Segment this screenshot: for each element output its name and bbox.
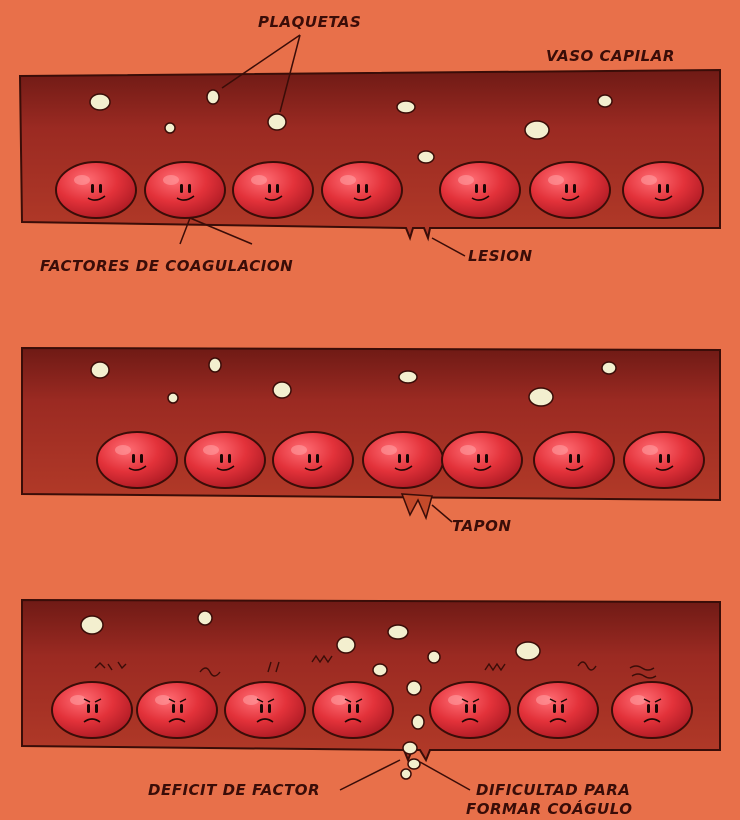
- red-blood-cell: [533, 431, 615, 489]
- label-dificultad-1: DIFICULTAD PARA: [476, 781, 631, 799]
- red-blood-cell: [321, 161, 403, 219]
- label-vaso-capilar: VASO CAPILAR: [546, 47, 675, 65]
- platelet: [206, 89, 220, 105]
- platelet: [197, 610, 213, 626]
- red-blood-cell: [429, 681, 511, 739]
- label-deficit: DEFICIT DE FACTOR: [148, 781, 320, 799]
- label-lesion: LESION: [468, 247, 533, 265]
- red-blood-cell: [622, 161, 704, 219]
- platelet: [524, 120, 550, 140]
- platelet: [400, 768, 412, 780]
- stress-marks: [94, 654, 657, 679]
- platelet: [90, 361, 110, 379]
- red-blood-cell: [224, 681, 306, 739]
- platelet: [427, 650, 441, 664]
- red-blood-cell: [439, 161, 521, 219]
- platelet: [407, 758, 421, 770]
- red-blood-cell: [611, 681, 693, 739]
- label-dificultad-2: FORMAR COÁGULO: [466, 800, 633, 818]
- platelet: [208, 357, 222, 373]
- platelet: [80, 615, 104, 635]
- red-blood-cell: [96, 431, 178, 489]
- red-blood-cell: [232, 161, 314, 219]
- platelet: [272, 381, 292, 399]
- red-blood-cell: [136, 681, 218, 739]
- red-blood-cell: [184, 431, 266, 489]
- label-factores: FACTORES DE COAGULACION: [40, 257, 294, 275]
- red-blood-cell: [623, 431, 705, 489]
- platelet: [89, 93, 111, 111]
- red-blood-cell: [55, 161, 137, 219]
- platelet: [164, 122, 176, 134]
- platelet: [336, 636, 356, 654]
- red-blood-cell: [529, 161, 611, 219]
- platelet: [417, 150, 435, 164]
- platelet: [528, 387, 554, 407]
- red-blood-cell: [441, 431, 523, 489]
- red-blood-cell: [144, 161, 226, 219]
- platelet: [167, 392, 179, 404]
- red-blood-cell: [517, 681, 599, 739]
- red-blood-cell: [312, 681, 394, 739]
- platelet: [515, 641, 541, 661]
- platelets-layer: [80, 89, 617, 780]
- platelet: [597, 94, 613, 108]
- platelet: [398, 370, 418, 384]
- platelet: [601, 361, 617, 375]
- leader-lines: [179, 34, 471, 791]
- platelet: [372, 663, 388, 677]
- clot-plug: [400, 493, 433, 521]
- red-blood-cell: [272, 431, 354, 489]
- platelet: [387, 624, 409, 640]
- label-plaquetas: PLAQUETAS: [258, 13, 362, 31]
- platelet: [267, 113, 287, 131]
- platelet: [396, 100, 416, 114]
- platelet: [411, 714, 425, 730]
- red-cells-layer: [51, 161, 705, 739]
- label-tapon: TAPON: [452, 517, 512, 535]
- red-blood-cell: [51, 681, 133, 739]
- platelet: [406, 680, 422, 696]
- platelet: [402, 741, 418, 755]
- red-blood-cell: [362, 431, 444, 489]
